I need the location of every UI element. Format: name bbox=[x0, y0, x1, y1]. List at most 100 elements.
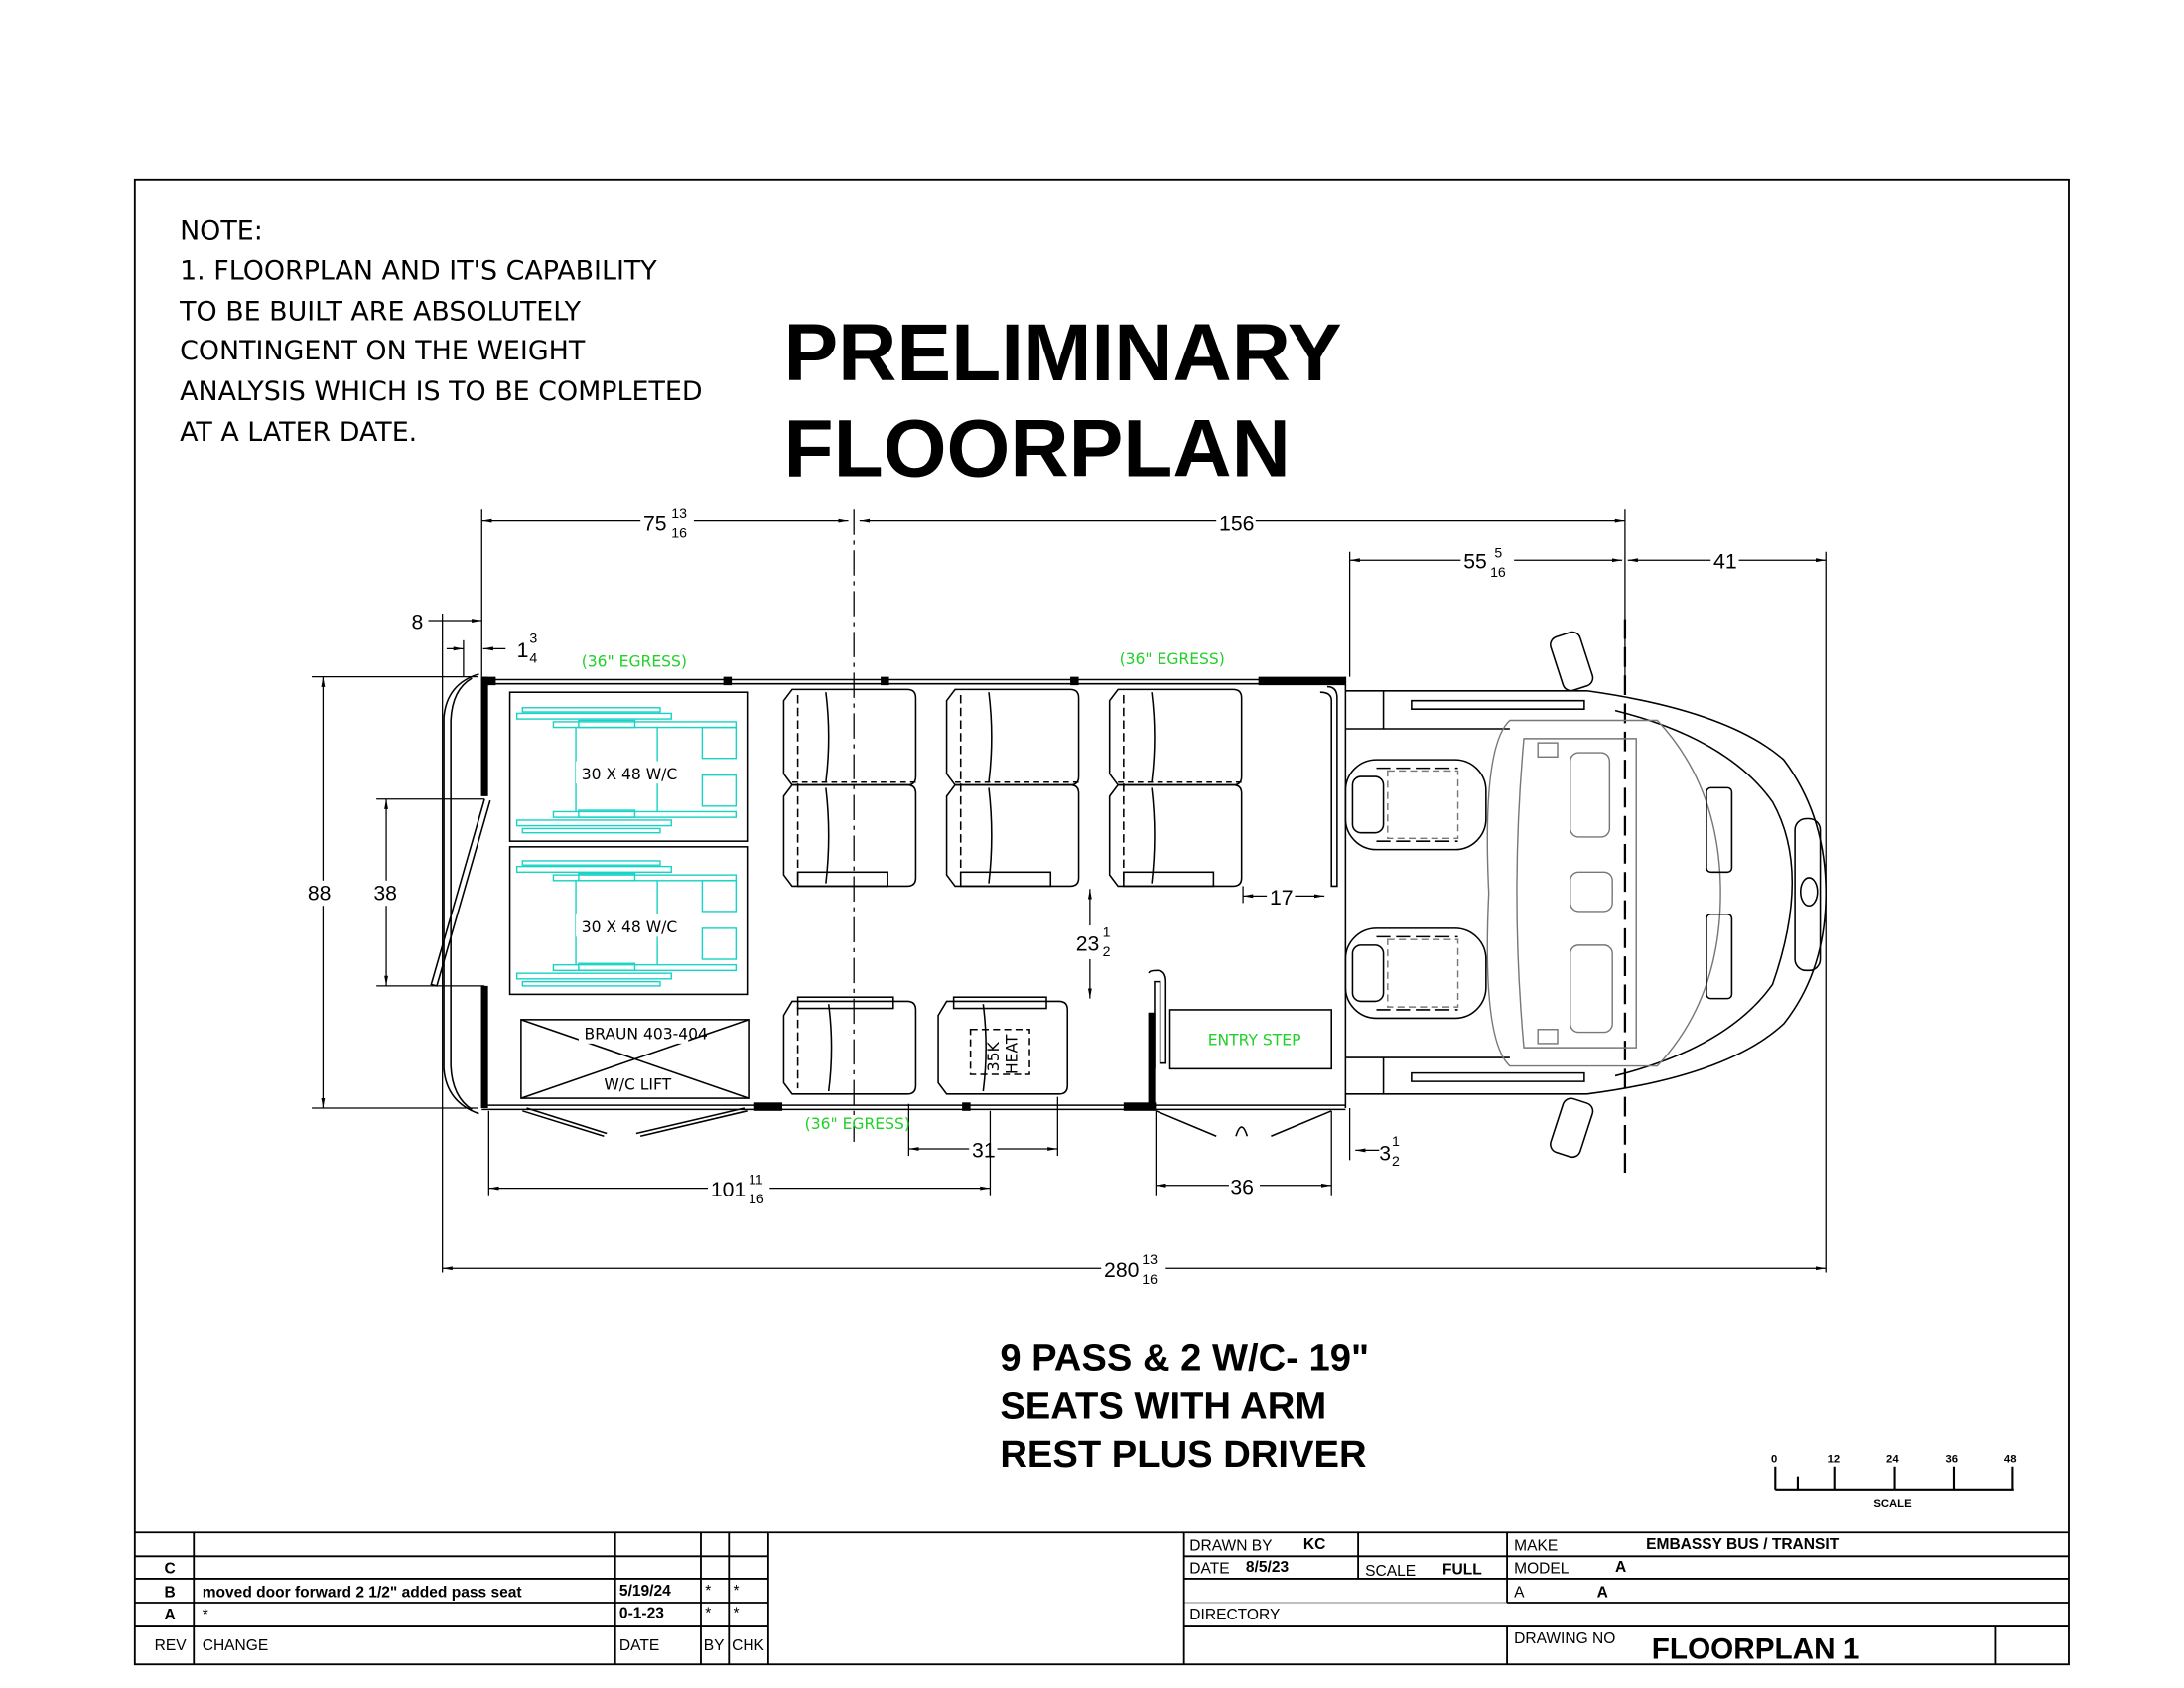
passenger-seat-pair bbox=[782, 688, 917, 888]
svg-text:13: 13 bbox=[1142, 1251, 1158, 1267]
note-line: AT A LATER DATE. bbox=[180, 417, 417, 448]
passenger-seat-pair bbox=[1108, 688, 1243, 888]
svg-text:5: 5 bbox=[1494, 544, 1502, 560]
title-preliminary: PRELIMINARY bbox=[783, 308, 1341, 398]
dim-23-1-2: 23 1 2 bbox=[1072, 923, 1119, 959]
dim-55-5-16: 55 5 16 bbox=[1460, 544, 1515, 580]
wheelchair-position-2: 30 X 48 W/C bbox=[508, 846, 749, 996]
svg-text:ENTRY STEP: ENTRY STEP bbox=[1208, 1031, 1301, 1049]
scale-tick-label: 12 bbox=[1828, 1454, 1841, 1466]
dim-1-3-4: 1 3 4 bbox=[517, 631, 538, 666]
svg-text:1: 1 bbox=[1392, 1133, 1400, 1149]
svg-text:30 X 48 W/C: 30 X 48 W/C bbox=[582, 918, 678, 936]
note-line: 1. FLOORPLAN AND IT'S CAPABILITY bbox=[180, 255, 657, 286]
general-note: NOTE: 1. FLOORPLAN AND IT'S CAPABILITY T… bbox=[179, 216, 702, 448]
passenger-seat-with-heater: 35K HEAT bbox=[937, 996, 1069, 1095]
mirror-icon bbox=[1550, 1097, 1594, 1159]
svg-text:16: 16 bbox=[1490, 564, 1506, 580]
scale-tick-label: 24 bbox=[1886, 1454, 1899, 1466]
dim-8: 8 bbox=[412, 612, 424, 634]
grab-rail bbox=[1148, 969, 1167, 1069]
svg-text:BY: BY bbox=[704, 1637, 725, 1654]
heater-icon bbox=[969, 1028, 1030, 1075]
svg-text:11: 11 bbox=[749, 1171, 763, 1187]
scale-tick-label: 36 bbox=[1945, 1454, 1958, 1466]
scale-tick-label: 0 bbox=[1771, 1454, 1777, 1466]
svg-text:1: 1 bbox=[517, 639, 529, 662]
wheelchair-lift: BRAUN 403-404 W/C LIFT bbox=[520, 1019, 750, 1099]
svg-text:*: * bbox=[203, 1607, 208, 1623]
directory-label: DIRECTORY bbox=[1189, 1607, 1281, 1623]
svg-text:3: 3 bbox=[1379, 1142, 1391, 1165]
dim-156: 156 bbox=[1219, 513, 1254, 536]
scale-tick-label: 48 bbox=[2004, 1454, 2017, 1466]
svg-text:W/C LIFT: W/C LIFT bbox=[604, 1076, 671, 1094]
svg-text:16: 16 bbox=[671, 525, 687, 541]
svg-text:CHANGE: CHANGE bbox=[203, 1637, 269, 1654]
entry-door bbox=[1156, 1110, 1332, 1137]
passenger-front-seat bbox=[1344, 927, 1487, 1020]
make-value: EMBASSY BUS / TRANSIT bbox=[1646, 1536, 1840, 1553]
egress-label-rear: (36" EGRESS) bbox=[582, 653, 687, 671]
title-block: DRAWN BY KC DATE 8/5/23 SCALE FULL MAKE … bbox=[1182, 1532, 2069, 1666]
scale-field-label: SCALE bbox=[1365, 1563, 1416, 1580]
svg-text:REV: REV bbox=[155, 1637, 188, 1654]
drawing-number: FLOORPLAN 1 bbox=[1652, 1633, 1860, 1666]
model-label: MODEL bbox=[1514, 1560, 1570, 1577]
svg-text:A: A bbox=[165, 1607, 176, 1623]
entry-step: ENTRY STEP bbox=[1148, 969, 1333, 1137]
svg-text:3: 3 bbox=[529, 631, 537, 646]
dim-41: 41 bbox=[1713, 551, 1737, 574]
title-floorplan: FLOORPLAN bbox=[783, 403, 1290, 493]
a-field-value: A bbox=[1597, 1584, 1608, 1601]
svg-text:B: B bbox=[165, 1584, 176, 1601]
note-line: ANALYSIS WHICH IS TO BE COMPLETED bbox=[180, 376, 702, 407]
dim-280-13-16: 280 13 16 bbox=[1101, 1251, 1166, 1287]
summary-line-2: SEATS WITH ARM bbox=[1000, 1385, 1326, 1428]
svg-text:2: 2 bbox=[1103, 943, 1111, 959]
mirror-icon bbox=[1550, 631, 1594, 692]
dim-38: 38 bbox=[373, 883, 397, 906]
egress-label-bottom: (36" EGRESS) bbox=[805, 1115, 910, 1133]
svg-text:CHK: CHK bbox=[732, 1637, 764, 1654]
svg-text:*: * bbox=[705, 1583, 711, 1600]
scale-label: SCALE bbox=[1873, 1498, 1912, 1510]
svg-text:75: 75 bbox=[643, 513, 667, 536]
svg-text:C: C bbox=[165, 1560, 176, 1577]
dim-3-1-2: 3 1 2 bbox=[1379, 1133, 1400, 1169]
driver-seat bbox=[1344, 759, 1487, 851]
summary-line-1: 9 PASS & 2 W/C- 19" bbox=[1000, 1337, 1369, 1380]
svg-text:*: * bbox=[705, 1606, 711, 1622]
passenger-seat-pair bbox=[945, 688, 1080, 888]
dim-36: 36 bbox=[1230, 1176, 1254, 1198]
svg-text:5/19/24: 5/19/24 bbox=[619, 1583, 671, 1600]
svg-text:0-1-23: 0-1-23 bbox=[619, 1606, 664, 1622]
svg-text:BRAUN 403-404: BRAUN 403-404 bbox=[585, 1026, 708, 1044]
drawn-by-label: DRAWN BY bbox=[1189, 1538, 1273, 1555]
revision-table: C B moved door forward 2 1/2" added pass… bbox=[134, 1531, 2069, 1665]
svg-text:101: 101 bbox=[711, 1179, 746, 1201]
svg-text:*: * bbox=[734, 1606, 740, 1622]
dim-31: 31 bbox=[972, 1139, 996, 1162]
dim-75-13-16: 75 13 16 bbox=[640, 505, 694, 541]
egress-label-front: (36" EGRESS) bbox=[1120, 650, 1225, 668]
dimensions: 75 13 16 156 55 5 16 41 8 1 3 4 88 bbox=[306, 505, 1827, 1287]
vehicle-cab bbox=[1344, 631, 1828, 1159]
revision-header-row: REV CHANGE DATE BY CHK bbox=[155, 1637, 765, 1654]
wheelchair-position-1: 30 X 48 W/C bbox=[508, 691, 749, 842]
dim-17: 17 bbox=[1270, 887, 1294, 910]
summary-line-3: REST PLUS DRIVER bbox=[1000, 1433, 1366, 1476]
date-value: 8/5/23 bbox=[1246, 1559, 1290, 1576]
dim-88: 88 bbox=[308, 883, 332, 906]
svg-text:30 X 48 W/C: 30 X 48 W/C bbox=[582, 766, 678, 783]
svg-text:16: 16 bbox=[1142, 1271, 1158, 1287]
drawn-by-value: KC bbox=[1303, 1536, 1325, 1553]
passenger-seat bbox=[782, 996, 917, 1095]
note-heading: NOTE: bbox=[180, 216, 263, 247]
note-line: CONTINGENT ON THE WEIGHT bbox=[180, 336, 586, 366]
scale-bar: 0 12 24 36 48 SCALE bbox=[1771, 1454, 2016, 1510]
svg-text:13: 13 bbox=[671, 505, 687, 521]
bus-body bbox=[430, 673, 1347, 1138]
svg-text:280: 280 bbox=[1104, 1259, 1139, 1282]
